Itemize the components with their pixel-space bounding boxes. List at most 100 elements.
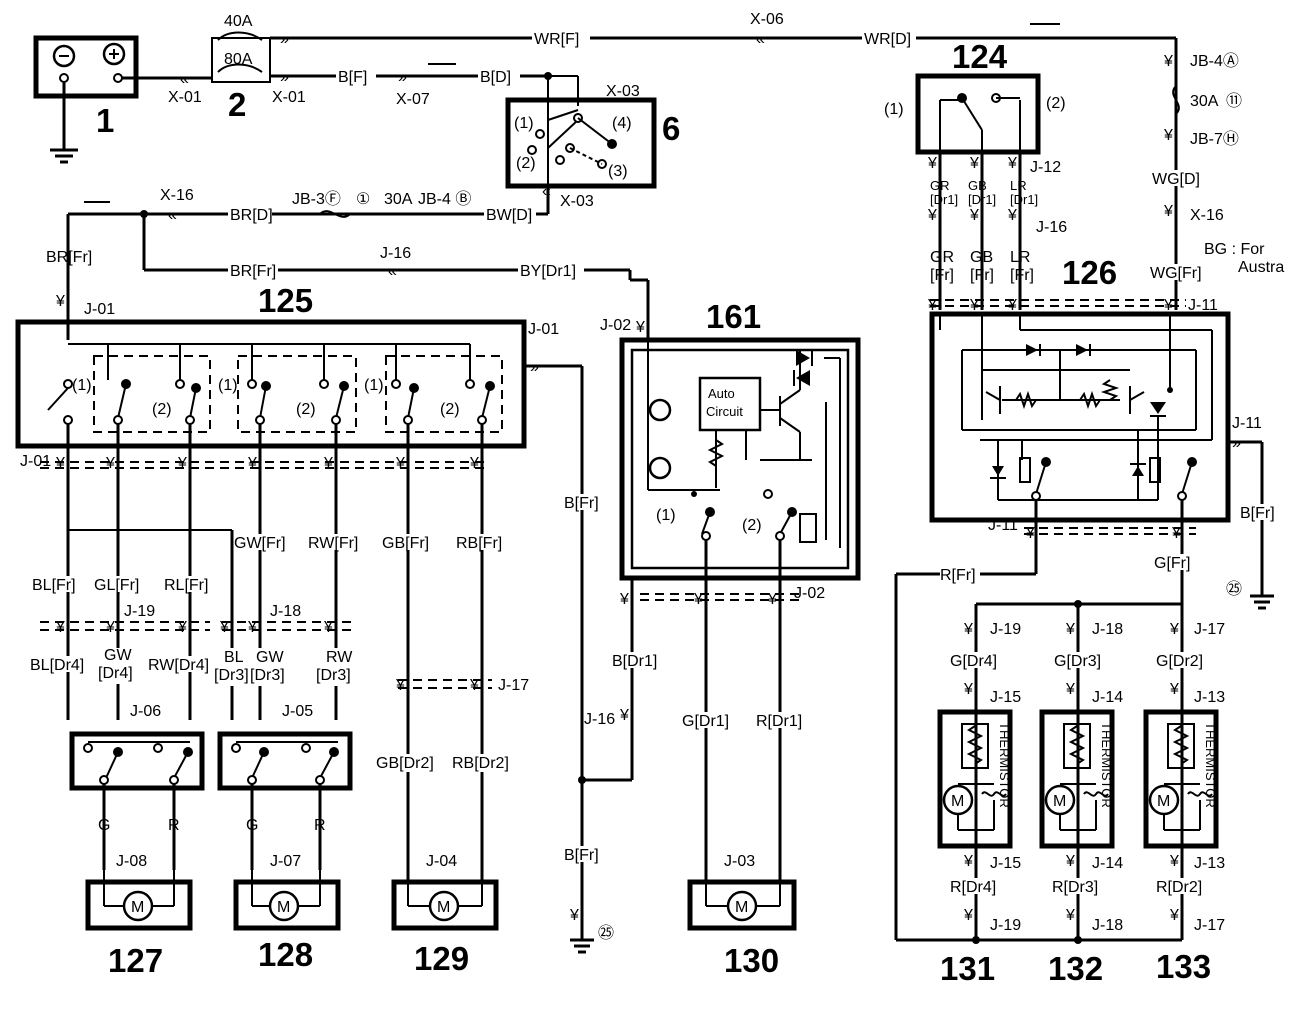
conn-j05: J-05	[282, 703, 313, 720]
wire-gwfr: GW[Fr]	[234, 535, 286, 552]
ign-pos-2: (2)	[516, 155, 536, 172]
motor-127: J-08 M 127	[85, 853, 193, 979]
wire-dr3-c: [Dr3]	[316, 667, 351, 684]
auto-circuit-box	[698, 376, 762, 432]
wire-gr-fr: GR	[930, 249, 954, 266]
conn-x06: X-06	[750, 11, 784, 28]
conn-j18-bottom: J-18	[1092, 917, 1123, 934]
conn-j18-left: J-18	[270, 603, 301, 620]
svg-text:¥: ¥	[1065, 853, 1075, 870]
svg-text:¥: ¥	[1163, 127, 1173, 144]
wire-bldr4: BL[Dr4]	[30, 657, 84, 674]
m161-p2: (2)	[742, 517, 762, 534]
svg-text:¥: ¥	[1007, 155, 1017, 172]
conn-x16-left: X-16	[160, 187, 194, 204]
svg-text:¥: ¥	[469, 455, 479, 472]
module-161-inner	[630, 348, 850, 570]
battery-number: 1	[96, 102, 114, 139]
ground-symbol-right	[1250, 594, 1274, 610]
switch-125-contacts	[47, 344, 495, 425]
wire-gdr4: G[Dr4]	[950, 653, 997, 670]
svg-text:¥: ¥	[963, 681, 973, 698]
svg-text:¥: ¥	[1025, 525, 1035, 542]
wire-rdr4: R[Dr4]	[950, 879, 996, 896]
conn-jb3f: JB-3Ⓕ	[292, 190, 341, 208]
svg-text:¥: ¥	[469, 677, 479, 694]
conn-x16-right: X-16	[1190, 207, 1224, 224]
wire-fr-1: [Fr]	[930, 267, 954, 284]
svg-text:¥: ¥	[1169, 853, 1179, 870]
module-126-number: 126	[1062, 254, 1117, 291]
conn-j16-mid: J-16	[380, 245, 411, 262]
svg-text:¥: ¥	[635, 319, 645, 336]
motor-133-number: 133	[1156, 948, 1211, 985]
conn-x01-left: X-01	[168, 89, 202, 106]
motor-130: J-03 M 130	[687, 853, 797, 979]
motor-133-m: M	[1157, 793, 1170, 810]
wire-gb-dr1: GB[Dr1]	[968, 178, 996, 207]
motor-131-m: M	[951, 793, 964, 810]
svg-text:¥: ¥	[395, 677, 405, 694]
svg-text:¥: ¥	[1007, 297, 1017, 314]
conn-j02-top: J-02	[600, 317, 631, 334]
wire-gdr3: G[Dr3]	[1054, 653, 1101, 670]
svg-text:«: «	[180, 71, 189, 88]
svg-text:¥: ¥	[963, 907, 973, 924]
motor-132-number: 132	[1048, 950, 1103, 987]
wire-rwfr: RW[Fr]	[308, 535, 358, 552]
svg-text:¥: ¥	[219, 619, 229, 636]
conn-j01-bottom: J-01	[20, 453, 51, 470]
thermistor-label-133: THERMISTOR	[1203, 722, 1218, 808]
fuse-40a: 40A	[224, 13, 253, 30]
motor-131-number: 131	[940, 950, 995, 987]
svg-text:¥: ¥	[969, 155, 979, 172]
wire-brfr-top: BR[Fr]	[46, 249, 92, 266]
motor-130-number: 130	[724, 942, 779, 979]
relay-124-box	[915, 73, 1041, 155]
conn-j01-top: J-01	[84, 301, 115, 318]
conn-j17-right: J-17	[1194, 621, 1225, 638]
svg-text:¥: ¥	[1065, 681, 1075, 698]
wire-gfr: G[Fr]	[1154, 555, 1190, 572]
conn-j12: J-12	[1030, 159, 1061, 176]
wire-bwd: BW[D]	[486, 207, 532, 224]
conn-j13-bottom: J-13	[1194, 855, 1225, 872]
conn-j18-right: J-18	[1092, 621, 1123, 638]
svg-text:¥: ¥	[323, 619, 333, 636]
wire-r-128: R	[314, 817, 326, 834]
wire-bfr-a: B[Fr]	[564, 495, 599, 512]
switch-127-128-contacts	[83, 741, 339, 785]
ignition-switch-number: 6	[662, 110, 680, 147]
indicator-lamp-1	[648, 398, 672, 422]
wire-bf: B[F]	[338, 69, 367, 86]
wire-rdr2: R[Dr2]	[1156, 879, 1202, 896]
svg-text:»: »	[1232, 435, 1241, 452]
svg-text:¥: ¥	[927, 297, 937, 314]
svg-text:«: «	[388, 263, 397, 280]
svg-text:¥: ¥	[105, 455, 115, 472]
svg-text:¥: ¥	[969, 297, 979, 314]
svg-text:¥: ¥	[1169, 907, 1179, 924]
wire-wgfr: WG[Fr]	[1150, 265, 1202, 282]
module-126-circuit	[939, 314, 1213, 501]
switch-125-box	[15, 319, 527, 449]
conn-j11-right: J-11	[1232, 415, 1262, 432]
svg-text:¥: ¥	[1065, 907, 1075, 924]
wire-rdr1: R[Dr1]	[756, 713, 802, 730]
fusible-link-number: 2	[228, 86, 246, 123]
conn-j06: J-06	[130, 703, 161, 720]
module-161-box	[619, 337, 861, 581]
relay-124-number: 124	[952, 38, 1008, 75]
motor-127-m: M	[131, 899, 144, 916]
svg-text:¥: ¥	[1169, 681, 1179, 698]
motor-129-number: 129	[414, 940, 469, 977]
svg-text:«: «	[168, 207, 177, 224]
indicator-lamp-2	[648, 456, 672, 480]
wire-bfr-b: B[Fr]	[564, 847, 599, 864]
conn-j04: J-04	[426, 853, 457, 870]
wire-dr3-b: [Dr3]	[250, 667, 285, 684]
svg-text:¥: ¥	[927, 155, 937, 172]
svg-text:¥: ¥	[969, 207, 979, 224]
battery-box	[33, 35, 139, 99]
